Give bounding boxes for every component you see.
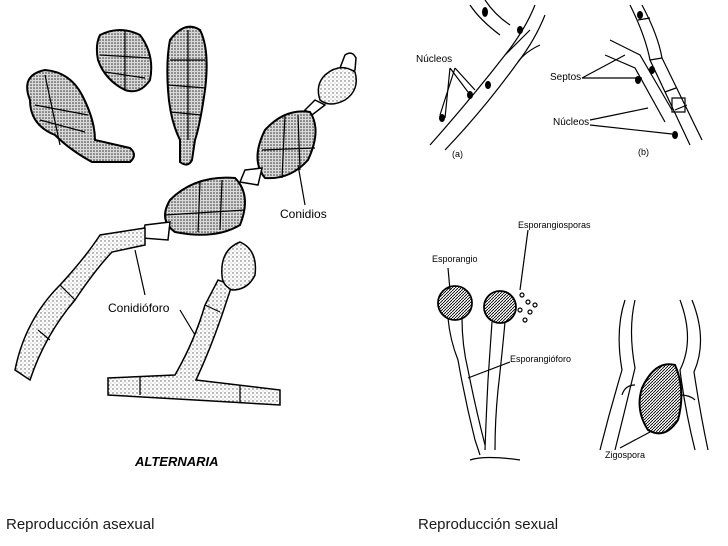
conidium-2	[95, 29, 153, 93]
conidiophore-leader-line-2	[179, 309, 196, 336]
zygomycete-drawing: Núcleos Septos Núcleos (a) (b) Esporangi…	[416, 0, 709, 461]
label-sporangiophore: Esporangióforo	[510, 354, 571, 364]
nucleus	[485, 81, 491, 89]
septate-hypha	[604, 4, 703, 146]
zygospore-body	[638, 363, 683, 435]
caption-asexual-reproduction: Reproducción asexual	[6, 516, 155, 533]
label-sporangiospores: Esporangiosporas	[518, 220, 591, 230]
alternaria-drawing: Conidios Conidióforo ALTERNARIA	[14, 25, 357, 469]
spore	[527, 309, 533, 315]
leader-line	[467, 361, 511, 379]
alternaria-illustration: Conidios Conidióforo ALTERNARIA	[0, 0, 376, 492]
label-conidia: Conidios	[280, 207, 327, 221]
label-septa: Septos	[550, 72, 581, 83]
spore	[522, 317, 528, 323]
conidium-chain	[141, 52, 357, 241]
conidium-1	[26, 68, 135, 163]
nucleus	[635, 76, 641, 84]
label-nuclei-a: Núcleos	[416, 54, 452, 65]
sporangium-left	[437, 285, 473, 321]
leader-line	[581, 54, 626, 79]
nucleus	[467, 91, 473, 99]
nucleus	[517, 26, 523, 34]
nucleus	[482, 7, 488, 17]
label-conidiophore: Conidióforo	[108, 301, 170, 315]
spore	[525, 299, 531, 305]
leader-line	[519, 229, 529, 291]
sporangium-structure	[437, 285, 538, 461]
label-panel-a: (a)	[452, 149, 463, 159]
branched-hypha	[107, 241, 281, 406]
spore	[532, 302, 538, 308]
leader-line	[449, 67, 469, 93]
nucleus	[637, 11, 643, 19]
sporangium-right	[483, 290, 517, 324]
nucleus	[672, 131, 678, 139]
label-zygospore: Zigospora	[605, 450, 645, 460]
leader-line	[619, 431, 651, 449]
conidiophore-leader-line-1	[134, 249, 146, 296]
caption-sexual-reproduction: Reproducción sexual	[418, 516, 559, 533]
leader-line	[444, 67, 451, 119]
label-sporangium: Esporangio	[432, 254, 478, 264]
spore	[517, 307, 523, 313]
leader-line	[589, 124, 673, 135]
leader-line	[447, 267, 451, 291]
label-panel-b: (b)	[638, 147, 649, 157]
label-genus: ALTERNARIA	[134, 454, 219, 469]
spore	[519, 292, 525, 298]
conidium-3	[166, 25, 208, 166]
zygomycete-illustration: Núcleos Septos Núcleos (a) (b) Esporangi…	[410, 0, 728, 480]
zygospore-structure	[599, 299, 709, 451]
leader-line	[589, 107, 649, 121]
label-nuclei-b: Núcleos	[553, 117, 589, 128]
coenocytic-hypha	[429, 0, 546, 151]
nucleus	[649, 66, 655, 74]
conidiophore-hypha	[14, 227, 146, 382]
nucleus	[439, 114, 445, 122]
conidia-leader-line	[297, 164, 306, 206]
